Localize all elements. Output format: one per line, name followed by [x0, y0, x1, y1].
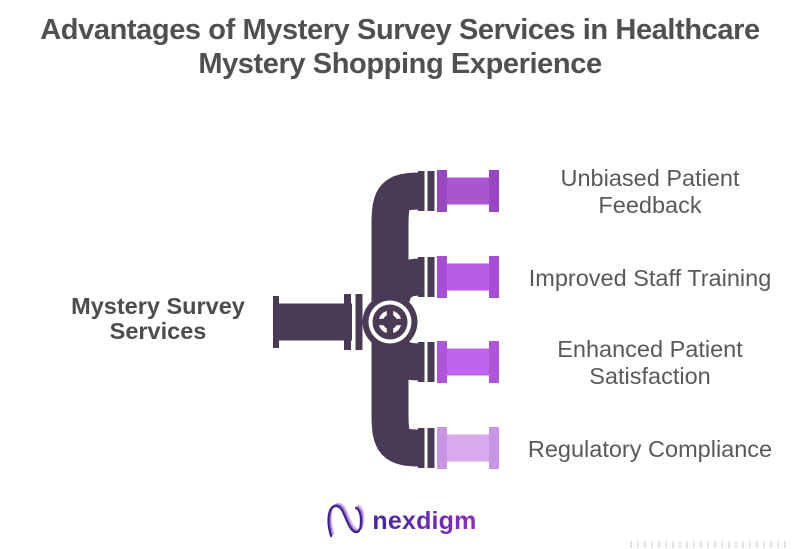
title-line-2: Mystery Shopping Experience: [198, 48, 602, 80]
source-label: Mystery Survey Services: [71, 293, 245, 344]
inlet-valve-flange-a: [344, 294, 351, 350]
title-line-1: Advantages of Mystery Survey Services in…: [40, 14, 760, 46]
footer-logo: nexdigm: [0, 498, 800, 544]
branch-label-1: Unbiased Patient Feedback: [516, 163, 784, 221]
page-title: Advantages of Mystery Survey Services in…: [0, 13, 800, 81]
branch-pipe-2-cap-left: [437, 256, 447, 298]
branch-pipe-3-body: [440, 348, 493, 376]
branch-pipe-2-body: [440, 263, 493, 291]
branch-pipe-4: [437, 427, 499, 469]
branch-label-3-text: Enhanced Patient Satisfaction: [557, 336, 743, 389]
branch-pipe-1: [437, 170, 499, 212]
valve-wheel-icon: [362, 294, 418, 350]
branch-pipe-4-cap-right: [489, 427, 499, 469]
branch-pipe-4-body: [440, 434, 493, 462]
branch-pipe-2: [437, 256, 499, 298]
watermark: [630, 541, 788, 548]
branch-label-4: Regulatory Compliance: [516, 420, 784, 478]
pipe-flanges: [273, 171, 435, 468]
branch-pipe-3-cap-left: [437, 341, 447, 383]
branch-pipe-1-cap-left: [437, 170, 447, 212]
branch-label-1-text: Unbiased Patient Feedback: [560, 165, 740, 218]
branch-pipe-2-cap-right: [489, 256, 499, 298]
branch-label-2-text: Improved Staff Training: [528, 264, 772, 291]
nexdigm-wave-icon: [327, 502, 365, 538]
branch-label-4-text: Regulatory Compliance: [527, 435, 773, 462]
branch-label-2: Improved Staff Training: [516, 249, 784, 307]
branch-pipe-3-cap-right: [489, 341, 499, 383]
branch-pipe-3: [437, 341, 499, 383]
branch-pipe-1-cap-right: [489, 170, 499, 212]
inlet-end-flange: [273, 296, 279, 348]
branch-pipe-1-body: [440, 177, 493, 205]
nexdigm-logo-text: nexdigm: [372, 506, 477, 535]
branch-label-3: Enhanced Patient Satisfaction: [516, 334, 784, 392]
branch-pipe-4-cap-left: [437, 427, 447, 469]
inlet-valve-flange-b: [355, 294, 363, 350]
